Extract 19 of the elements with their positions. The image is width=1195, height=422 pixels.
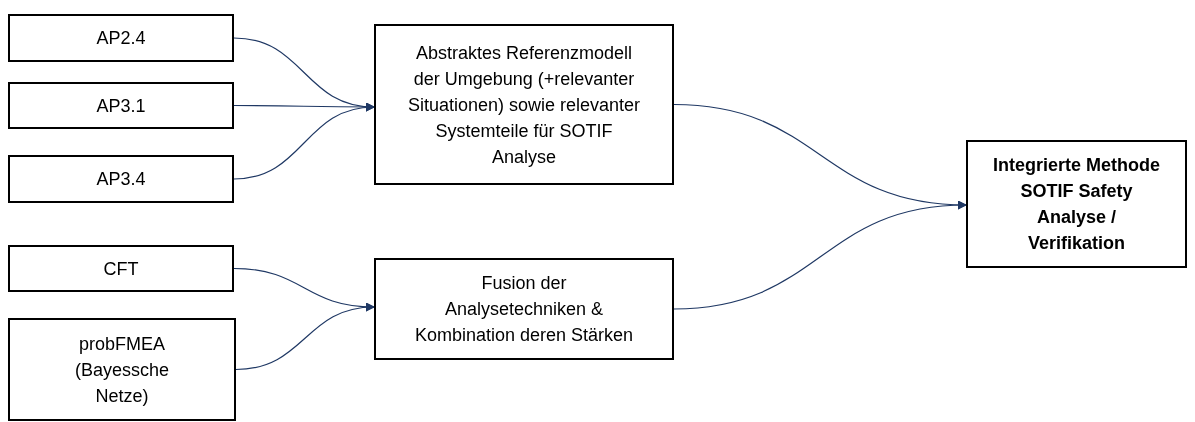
arrow — [233, 103, 375, 180]
box-label: CFT — [103, 257, 139, 281]
box-label: probFMEA (Bayessche Netze) — [73, 332, 170, 408]
box-label: AP3.4 — [96, 168, 146, 191]
box-label: AP3.1 — [96, 94, 146, 118]
box-label: AP2.4 — [96, 27, 146, 50]
process-box — [966, 140, 1187, 268]
process-box — [8, 82, 234, 129]
process-box — [8, 318, 236, 421]
arrow — [235, 303, 375, 371]
box-label: Abstraktes Referenzmodell der Umgebung (+relevanter Situationen) sowie relevanter Systemteile für SOTIF Analyse — [406, 41, 642, 169]
process-box — [8, 14, 234, 62]
process-box — [8, 155, 234, 203]
arrow — [673, 201, 967, 310]
process-box — [8, 245, 234, 292]
process-box — [374, 258, 674, 360]
box-label: Integrierte Methode SOTIF Safety Analyse / Verifikation — [992, 154, 1161, 255]
box-label: Fusion der Analysetechniken & Kombination deren Stärken — [413, 272, 635, 347]
process-box — [374, 24, 674, 185]
